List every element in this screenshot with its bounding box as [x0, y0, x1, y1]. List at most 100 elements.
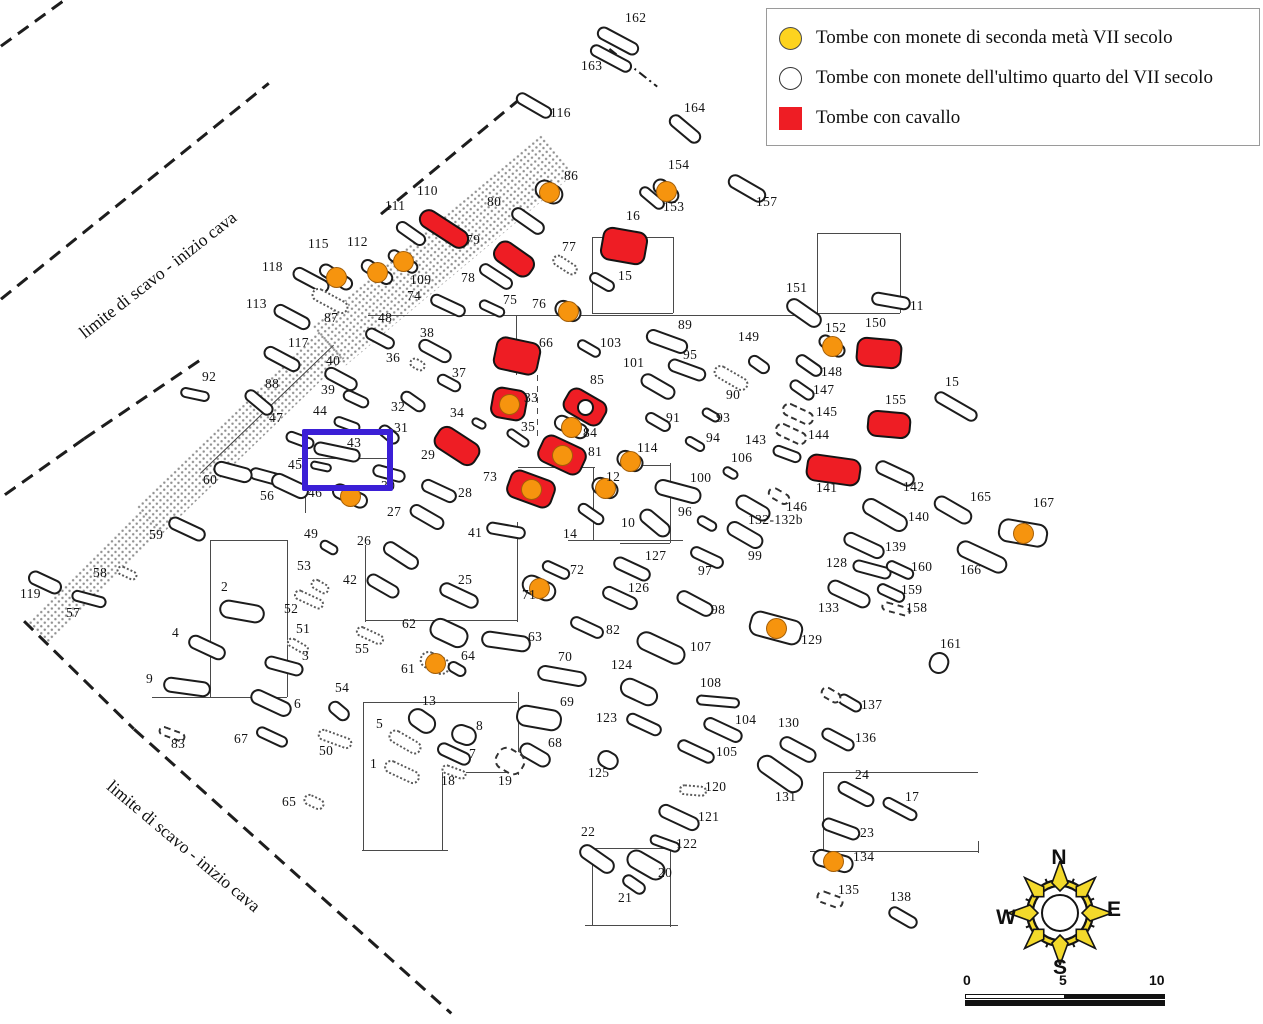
survey-grid-line: [210, 540, 287, 541]
tomb-number-92: 92: [202, 369, 217, 384]
tomb-number-35: 35: [521, 419, 536, 434]
tomb-number-18: 18: [441, 773, 456, 788]
tomb-number-60: 60: [203, 472, 218, 487]
tomb-number-62: 62: [402, 616, 417, 631]
survey-grid-line: [823, 772, 978, 773]
tomb-number-94: 94: [706, 430, 721, 445]
tomb-number-53: 53: [297, 558, 312, 573]
survey-grid-line: [518, 692, 519, 775]
tomb-92: [179, 385, 211, 403]
tomb-number-116: 116: [550, 105, 571, 120]
tomb-number-13: 13: [422, 693, 437, 708]
tomb-number-43: 43: [347, 435, 362, 450]
tomb-number-83: 83: [171, 736, 186, 751]
tomb-number-78: 78: [461, 270, 476, 285]
tomb-number-123: 123: [596, 710, 618, 725]
tomb-number-81: 81: [588, 444, 603, 459]
tomb-number-74: 74: [407, 288, 422, 303]
tomb-number-80: 80: [487, 194, 502, 209]
tomb-number-36: 36: [386, 350, 401, 365]
tomb-120: [678, 783, 708, 797]
tomb-number-110: 110: [417, 183, 438, 198]
survey-grid-line: [363, 702, 364, 850]
tomb-28: [418, 476, 460, 506]
tomb-number-167: 167: [1033, 495, 1055, 510]
survey-grid-line: [517, 522, 518, 622]
tomb-8: [448, 721, 480, 749]
tomb-number-52: 52: [284, 601, 299, 616]
excavation-limit-label-top: limite di scavo - inizio cava: [75, 207, 241, 343]
coin-dot-orange-tomb-76: [557, 300, 579, 322]
tomb-number-120: 120: [705, 779, 727, 794]
tomb-number-148: 148: [821, 364, 843, 379]
tomb-number-27: 27: [387, 504, 402, 519]
tomb-23: [819, 815, 863, 843]
tomb-number-37: 37: [452, 365, 467, 380]
tomb-number-15: 15: [945, 374, 960, 389]
tomb-number-159: 159: [901, 582, 923, 597]
tomb-number-127: 127: [645, 548, 667, 563]
survey-grid-line: [900, 233, 901, 313]
tomb-number-117: 117: [288, 335, 309, 350]
coin-dot-orange-tomb-167: [1012, 522, 1034, 544]
tomb-140: [858, 494, 912, 536]
coin-dot-orange-tomb-33: [498, 393, 520, 415]
tomb-69: [514, 703, 564, 733]
coin-dot-orange-tomb-134: [822, 850, 844, 872]
legend-label: Tombe con monete di seconda metà VII sec…: [816, 27, 1173, 48]
tomb-number-1: 1: [370, 756, 378, 771]
survey-grid-line: [362, 850, 448, 851]
tomb-136: [819, 724, 857, 754]
tomb-130: [776, 732, 820, 766]
tomb-number-51: 51: [296, 621, 311, 636]
tomb-number-4: 4: [172, 625, 180, 640]
tomb-number-115: 115: [308, 236, 329, 251]
tomb-number-8: 8: [476, 718, 484, 733]
tomb-number-105: 105: [716, 744, 738, 759]
highlight-box-tomb-43[interactable]: [302, 429, 393, 491]
tomb-number-145: 145: [816, 404, 838, 419]
tomb-22: [576, 840, 618, 878]
tomb-107: [633, 627, 689, 669]
tomb-number-152: 152: [825, 320, 847, 335]
tomb-number-50: 50: [319, 743, 334, 758]
survey-grid-line: [537, 375, 538, 437]
compass-rose: N E S W: [990, 846, 1130, 980]
compass-icon: [1008, 861, 1112, 965]
red-square-icon: [779, 106, 802, 130]
tomb-number-143: 143: [745, 432, 767, 447]
tomb-number-104: 104: [735, 712, 757, 727]
tomb-49: [317, 537, 341, 557]
survey-grid-line: [592, 313, 673, 314]
tomb-number-146: 146: [786, 499, 808, 514]
tomb-number-5: 5: [376, 716, 384, 731]
legend-label: Tombe con monete dell'ultimo quarto del …: [816, 67, 1213, 88]
tomb-number-31: 31: [394, 420, 409, 435]
tomb-number-22: 22: [581, 824, 596, 839]
tomb-number-119: 119: [20, 586, 41, 601]
legend-item-seconda-meta: Tombe con monete di seconda metà VII sec…: [779, 18, 1259, 58]
tomb-number-44: 44: [313, 403, 328, 418]
tomb-82: [567, 613, 607, 641]
tomb-65: [301, 791, 327, 813]
tomb-14: [575, 500, 607, 528]
tomb-number-28: 28: [458, 485, 473, 500]
survey-grid-line: [673, 237, 674, 313]
tomb-number-45: 45: [288, 457, 303, 472]
tomb-59: [165, 514, 209, 544]
tomb-number-91: 91: [666, 410, 681, 425]
tomb-72: [539, 558, 573, 582]
tomb-number-99: 99: [748, 548, 763, 563]
tomb-number-118: 118: [262, 259, 283, 274]
coin-dot-orange-tomb-154: [655, 180, 677, 202]
tomb-number-73: 73: [483, 469, 498, 484]
tomb-number-68: 68: [548, 735, 563, 750]
tomb-number-10: 10: [621, 515, 636, 530]
tomb-number-121: 121: [698, 809, 720, 824]
tomb-number-101: 101: [623, 355, 645, 370]
tomb-number-111: 111: [385, 198, 406, 213]
tomb-53: [308, 576, 332, 596]
survey-grid-line: [592, 848, 670, 849]
tomb-58: [114, 563, 140, 583]
tomb-number-75: 75: [503, 292, 518, 307]
